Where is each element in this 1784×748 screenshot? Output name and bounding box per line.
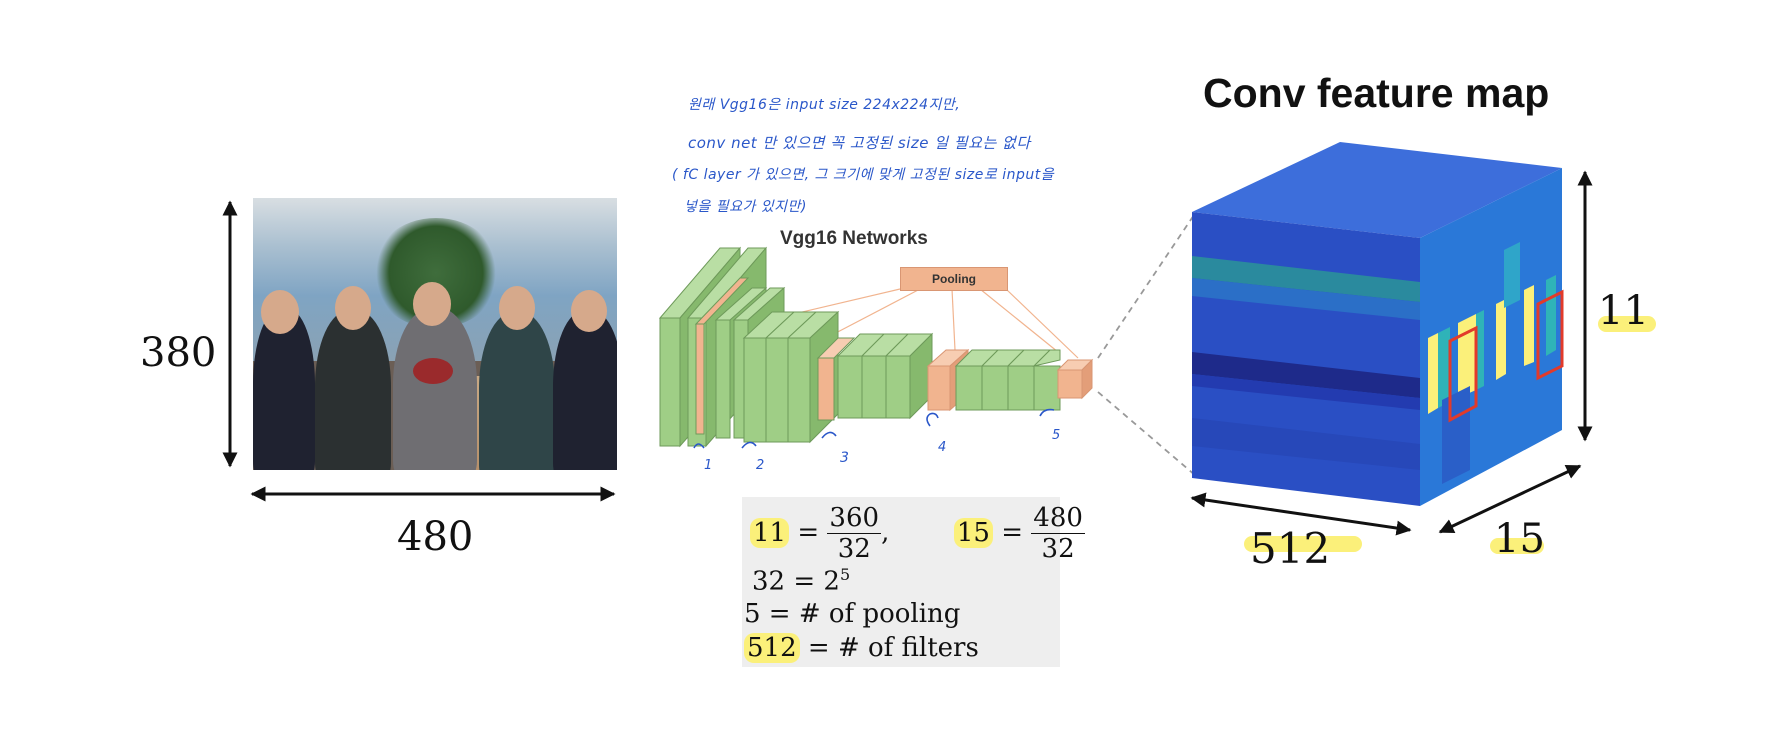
fmap-depth-label: 512 xyxy=(1250,524,1331,573)
note-line-2: conv net 만 있으면 꼭 고정된 size 일 필요는 없다 xyxy=(688,134,1031,152)
formula-11: 11 xyxy=(750,517,790,548)
formula-box: 11 = 360 32 , 15 = 480 32 32 = 25 5 = # … xyxy=(742,497,1085,667)
pool-mark-2: 2 xyxy=(756,458,765,473)
vgg-title: Vgg16 Networks xyxy=(780,228,928,249)
feature-map-cube xyxy=(1192,142,1564,506)
fmap-width-arrow xyxy=(1438,464,1582,534)
vgg16-network xyxy=(658,246,1094,449)
input-width-label: 480 xyxy=(397,514,474,560)
formula-pooling: 5 = # of pooling xyxy=(744,599,961,629)
pool-mark-1: 1 xyxy=(704,458,713,473)
feature-map-title: Conv feature map xyxy=(1203,70,1550,116)
fmap-depth-arrow xyxy=(1190,492,1412,536)
pool-mark-3: 3 xyxy=(840,450,850,466)
pooling-label: Pooling xyxy=(900,267,1008,291)
input-photo xyxy=(253,198,617,470)
formula-filters: 512 = # of filters xyxy=(744,633,979,663)
fraction-480-32: 480 32 xyxy=(1031,503,1085,564)
pool-mark-5: 5 xyxy=(1052,428,1061,443)
fraction-360-32: 360 32 xyxy=(827,503,882,564)
input-height-label: 380 xyxy=(140,330,217,376)
note-line-4: 넣을 필요가 있지만) xyxy=(684,199,807,215)
fmap-height-label: 11 xyxy=(1598,288,1649,334)
pool-mark-4: 4 xyxy=(938,440,947,455)
formula-15: 15 xyxy=(953,517,993,548)
note-line-3: ( fC layer 가 있으면, 그 크기에 맞게 고정된 size로 inp… xyxy=(672,167,1055,183)
formula-32-power: 32 = 25 xyxy=(752,565,851,597)
note-line-1: 원래 Vgg16은 input size 224x224지만, xyxy=(688,97,961,113)
fmap-width-label: 15 xyxy=(1494,516,1545,562)
